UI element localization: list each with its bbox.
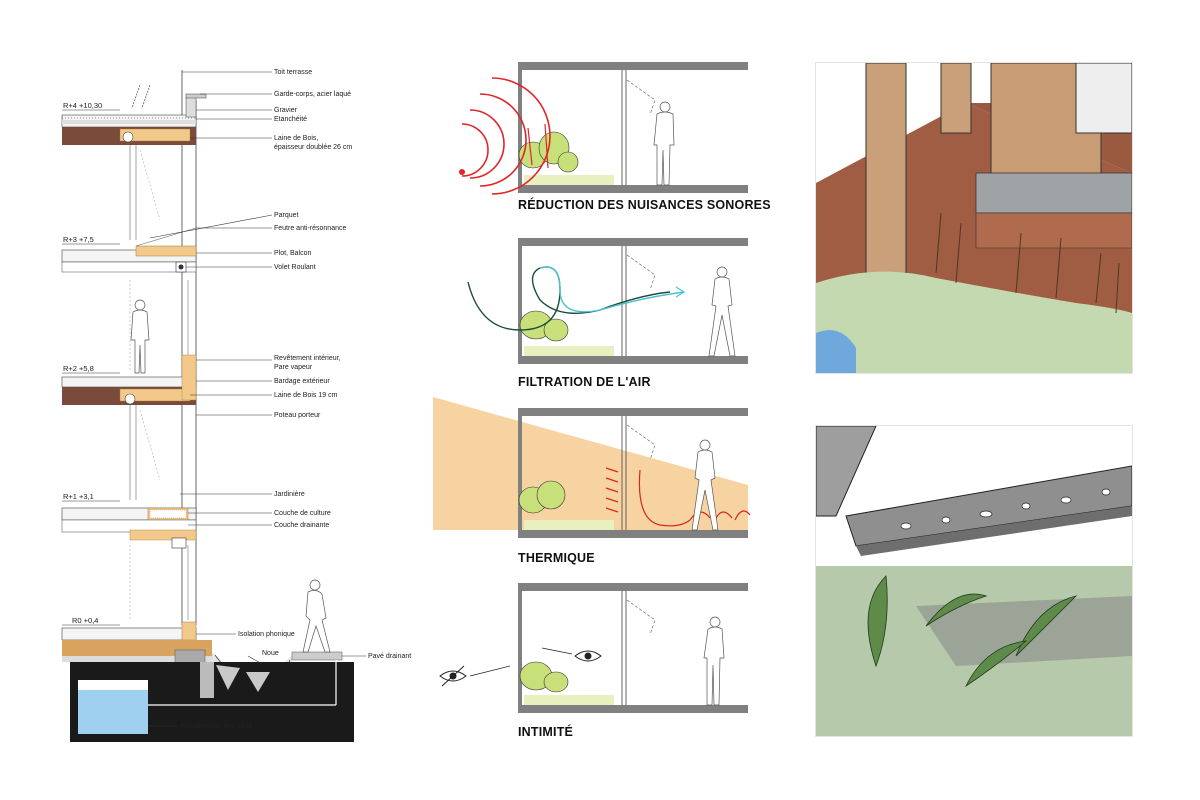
diagram-title-intimite: INTIMITÉ bbox=[518, 724, 573, 739]
label-noue: Noue bbox=[262, 650, 279, 657]
label-bardage: Bardage extérieur bbox=[274, 378, 330, 385]
diagram-sonores: RÉDUCTION DES NUISANCES SONORES bbox=[459, 62, 771, 212]
planter-slab-r1 bbox=[61, 507, 197, 549]
eye-icon-crossed bbox=[439, 665, 467, 687]
label-etancheite: Etanchéité bbox=[274, 116, 307, 123]
level-label-r1: R+1 +3,1 bbox=[63, 492, 94, 501]
label-gravier: Gravier bbox=[274, 107, 298, 114]
label-drainante: Couche drainante bbox=[274, 522, 329, 529]
sun-wedge bbox=[433, 397, 748, 530]
person-silhouette-section bbox=[130, 299, 331, 653]
diagram-title-air: FILTRATION DE L'AIR bbox=[518, 375, 651, 389]
diagram-air: FILTRATION DE L'AIR bbox=[467, 238, 748, 389]
label-laine26-a: Laine de Bois, bbox=[274, 135, 318, 142]
ground-floor bbox=[61, 621, 354, 742]
label-parquet: Parquet bbox=[274, 212, 299, 219]
floor-slab-r2 bbox=[61, 354, 197, 405]
label-garde-corps: Garde-corps, acier laqué bbox=[274, 91, 351, 98]
level-label-r4: R+4 +10,30 bbox=[63, 101, 102, 110]
diagram-title-sonores: RÉDUCTION DES NUISANCES SONORES bbox=[518, 197, 771, 212]
diagram-thermique: THERMIQUE bbox=[518, 408, 751, 565]
label-feutre: Feutre anti-résonnance bbox=[274, 225, 346, 232]
sketch-panel-structure-planting bbox=[815, 425, 1133, 737]
label-laine19: Laine de Bois 19 cm bbox=[274, 392, 338, 399]
diagram-title-thermique: THERMIQUE bbox=[518, 551, 595, 565]
label-jardiniere: Jardinière bbox=[274, 491, 305, 498]
label-plot: Plot, Balcon bbox=[274, 250, 311, 257]
label-isolation: Isolation phonique bbox=[238, 631, 295, 638]
diagram-intimite: INTIMITÉ bbox=[439, 583, 748, 739]
label-poteau: Poteau porteur bbox=[274, 412, 321, 419]
label-revetement-a: Revêtement intérieur, bbox=[274, 355, 341, 362]
label-laine26-b: épaisseur doublée 26 cm bbox=[274, 144, 352, 151]
label-pave: Pavé drainant bbox=[368, 653, 411, 660]
eye-icon bbox=[574, 650, 602, 662]
roof-slab bbox=[61, 84, 207, 145]
label-culture: Couche de culture bbox=[274, 510, 331, 517]
annotation-labels: Toit terrasse Garde-corps, acier laqué G… bbox=[180, 69, 411, 730]
label-recuperation: Récupération des eaux bbox=[180, 723, 252, 730]
level-markers: R+4 +10,30 R+3 +7,5 R+2 +5,8 R+1 +3,1 R0… bbox=[62, 101, 120, 626]
sketch-panel-facade-garden bbox=[815, 62, 1133, 374]
level-label-r3: R+3 +7,5 bbox=[63, 235, 94, 244]
label-volet: Volet Roulant bbox=[274, 264, 316, 271]
annotation-leaders bbox=[148, 71, 366, 727]
label-toit: Toit terrasse bbox=[274, 69, 312, 76]
level-label-r2: R+2 +5,8 bbox=[63, 364, 94, 373]
level-label-r0: R0 +0,4 bbox=[72, 616, 98, 625]
label-revetement-b: Pare vapeur bbox=[274, 364, 313, 371]
